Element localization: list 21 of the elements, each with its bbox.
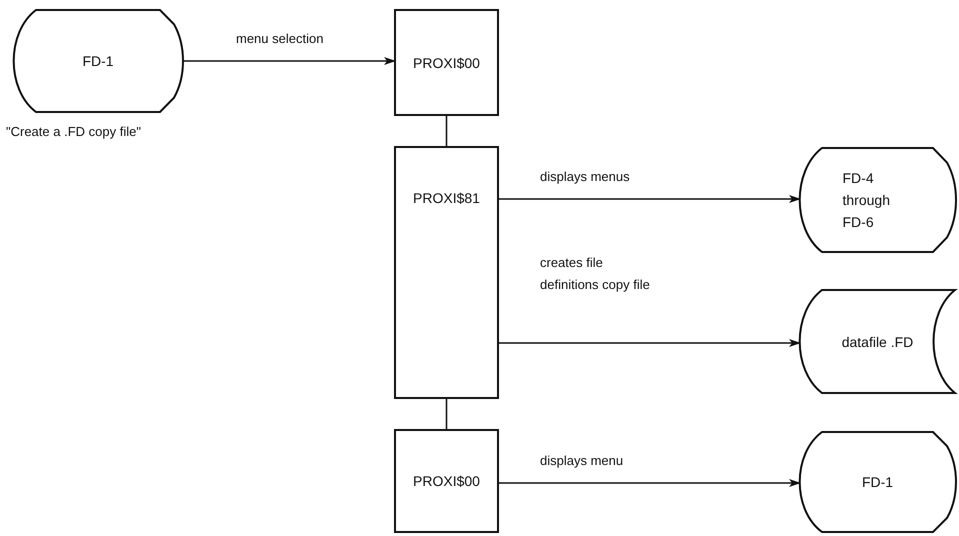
arrow	[182, 57, 396, 65]
display-symbol	[798, 431, 957, 533]
connector-line	[446, 115, 448, 147]
node-label: FD-1	[862, 473, 894, 492]
node-label: PROXI$00	[413, 54, 480, 72]
arrow	[498, 195, 801, 203]
connector-line	[446, 398, 448, 430]
display-symbol	[12, 9, 184, 113]
arrow	[498, 479, 801, 487]
stored-data-symbol	[798, 289, 956, 394]
node-label: PROXI$00	[413, 472, 480, 491]
arrow	[498, 339, 801, 347]
process-box	[394, 429, 499, 533]
node-label: PROXI$81	[413, 189, 480, 208]
node-label: FD-4 through FD-6	[842, 169, 891, 232]
node-label: datafile .FD	[842, 332, 914, 352]
display-symbol	[798, 147, 957, 253]
process-box	[394, 9, 499, 116]
process-box	[394, 146, 499, 399]
node-label: FD-1	[82, 52, 114, 71]
node-label: "Create a .FD copy file"	[6, 124, 141, 139]
